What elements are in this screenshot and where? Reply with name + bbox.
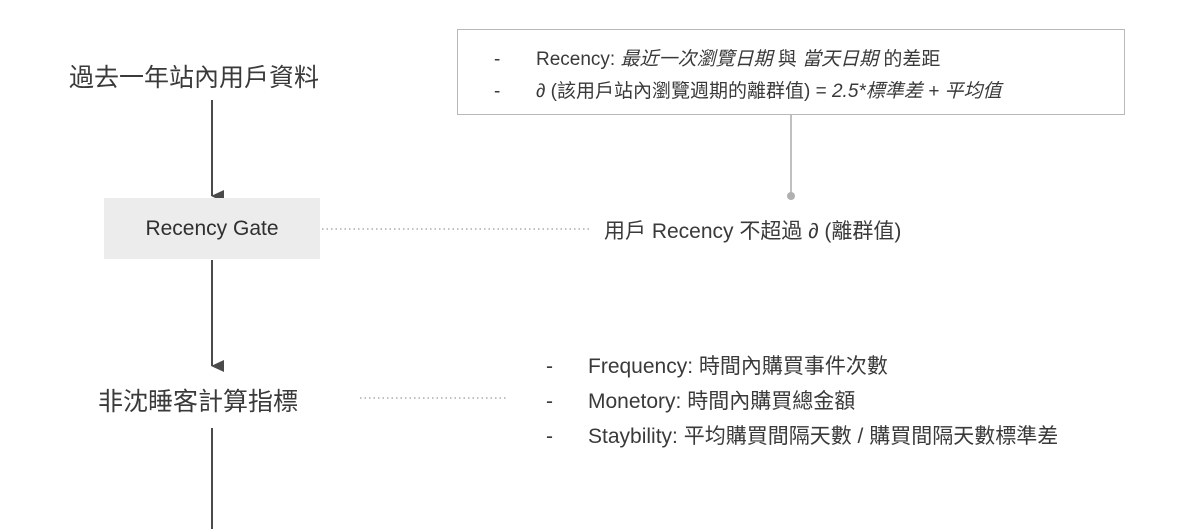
recency-gate-box: Recency Gate [104,198,320,259]
metric-text: Frequency: 時間內購買事件次數 [588,355,888,378]
step-metrics-calculation: 非沈睡客計算指標 [98,387,299,416]
bullet-dash: - [546,390,553,413]
note-line-outlier: - ∂ (該用戶站內瀏覽週期的離群值) = 2.5*標準差 + 平均值 [494,76,1001,103]
recency-tail: 的差距 [878,49,941,70]
note-line-recency: - Recency: 最近一次瀏覽日期 與 當天日期 的差距 [494,44,940,71]
metric-text: Staybility: 平均購買間隔天數 / 購買間隔天數標準差 [588,425,1059,448]
step-source-data: 過去一年站內用戶資料 [69,63,320,92]
metric-item-staybility: - Staybility: 平均購買間隔天數 / 購買間隔天數標準差 [546,420,1058,450]
metric-item-frequency: - Frequency: 時間內購買事件次數 [546,350,888,380]
bullet-dash: - [546,425,553,448]
definition-note: - Recency: 最近一次瀏覽日期 與 當天日期 的差距 - ∂ (該用戶站內瀏… [457,29,1125,115]
metric-text: Monetory: 時間內購買總金額 [588,390,856,413]
bullet-dash: - [546,355,553,378]
recency-gate-label: Recency Gate [145,216,279,240]
outlier-formula: 2.5*標準差 + 平均值 [831,81,1002,102]
outlier-definition: ∂ (該用戶站內瀏覽週期的離群值) = [536,81,832,102]
bullet-dash: - [494,81,501,102]
recency-conj: 與 [772,49,803,70]
metric-item-monetory: - Monetory: 時間內購買總金額 [546,385,855,415]
recency-term: Recency: [536,49,621,70]
bullet-dash: - [494,49,501,70]
recency-part2: 當天日期 [802,49,879,70]
recency-part1: 最近一次瀏覽日期 [620,49,773,70]
gate-condition-text: 用戶 Recency 不超過 ∂ (離群值) [604,220,902,243]
note-pointer-dot [787,192,795,200]
